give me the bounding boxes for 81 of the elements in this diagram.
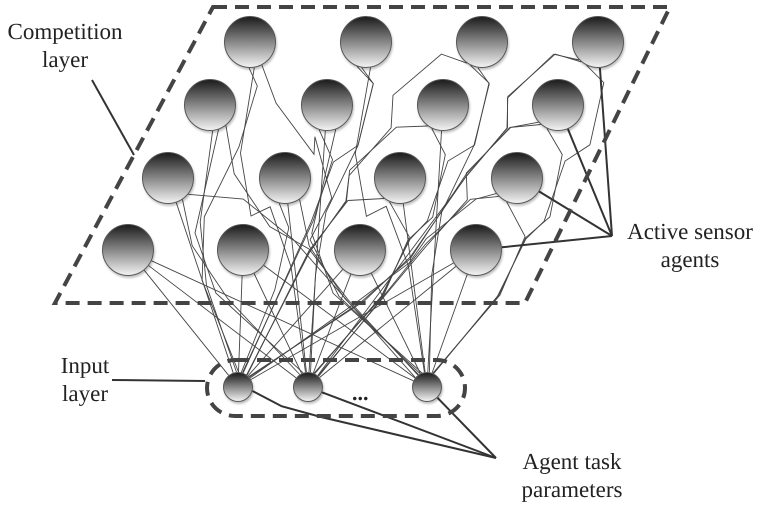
connection-line <box>148 265 297 378</box>
connection-line <box>246 54 468 376</box>
dashed-region <box>205 358 467 418</box>
leader-line <box>91 80 135 156</box>
connection-line <box>287 203 307 373</box>
connection-line <box>354 67 425 373</box>
connection-line <box>254 273 302 374</box>
connection-line <box>432 128 563 374</box>
connection-line <box>176 202 234 374</box>
neuron-circle <box>340 16 392 68</box>
connection-line <box>248 54 580 378</box>
connection-line <box>263 265 416 378</box>
layer-label: Active sensor agents <box>610 218 770 274</box>
connection-line <box>314 128 446 374</box>
connection-line <box>242 66 374 374</box>
neuron-circle <box>412 372 442 402</box>
connection-line <box>225 125 418 376</box>
neuron-circle <box>417 79 469 131</box>
connection-line <box>144 270 230 376</box>
connection-line <box>318 196 500 377</box>
neuron-circle <box>456 16 508 68</box>
neuron-circle <box>491 152 543 204</box>
layer-label: Competition layer <box>0 18 130 74</box>
connection-line <box>370 272 421 374</box>
neuron-circle <box>142 152 194 204</box>
connection-line <box>200 130 237 373</box>
leader-line <box>538 190 613 237</box>
connection-line <box>194 129 304 374</box>
connection-line <box>250 262 454 380</box>
ellipsis-text: ... <box>352 380 368 406</box>
connection-line <box>319 266 456 378</box>
connection-line <box>427 130 442 372</box>
connection-line <box>238 276 243 372</box>
layer-label: Input layer <box>40 352 130 408</box>
neuron-circle <box>532 79 584 131</box>
connection-line <box>311 129 422 374</box>
leader-line <box>252 390 496 459</box>
connection-line <box>182 199 300 375</box>
connection-line <box>312 274 352 374</box>
connection-line <box>202 68 258 372</box>
neuron-circle <box>301 79 353 131</box>
connection-line <box>242 129 333 374</box>
leader-line <box>598 68 613 236</box>
neuron-circle <box>572 16 624 68</box>
connection-line <box>310 67 374 373</box>
connection-line <box>432 274 468 374</box>
connection-line <box>428 67 490 373</box>
neuron-circle <box>374 152 426 204</box>
leader-line <box>566 128 613 236</box>
connection-line <box>151 260 414 382</box>
connection-line <box>308 130 326 372</box>
connection-line <box>246 126 428 376</box>
neuron-circle <box>293 372 323 402</box>
neuron-circle <box>259 152 311 204</box>
connection-line <box>317 54 582 376</box>
neuron-circle <box>184 79 236 131</box>
connection-line <box>314 64 490 374</box>
connection-line <box>314 201 410 374</box>
connection-line <box>240 202 290 373</box>
connection-line <box>248 122 539 378</box>
neuron-circle <box>223 372 253 402</box>
connection-line <box>248 268 344 376</box>
neuron-circle <box>224 16 276 68</box>
neuron-circle <box>217 224 269 276</box>
leader-line <box>112 379 206 382</box>
neuron-circle <box>450 224 502 276</box>
connection-line <box>432 201 526 374</box>
connection-line <box>299 199 420 376</box>
connection-line <box>318 124 542 376</box>
leader-line <box>322 391 496 459</box>
connection-line <box>188 194 416 378</box>
layer-label: Agent task parameters <box>492 448 652 504</box>
connection-line <box>433 64 604 374</box>
connection-line <box>261 64 421 374</box>
leader-line <box>502 235 612 248</box>
connection-line <box>246 198 385 376</box>
neuron-circle <box>334 224 386 276</box>
neuron-circle <box>102 224 154 276</box>
connection-line <box>250 193 497 378</box>
connection-line <box>240 67 306 373</box>
connection-line <box>402 203 426 373</box>
